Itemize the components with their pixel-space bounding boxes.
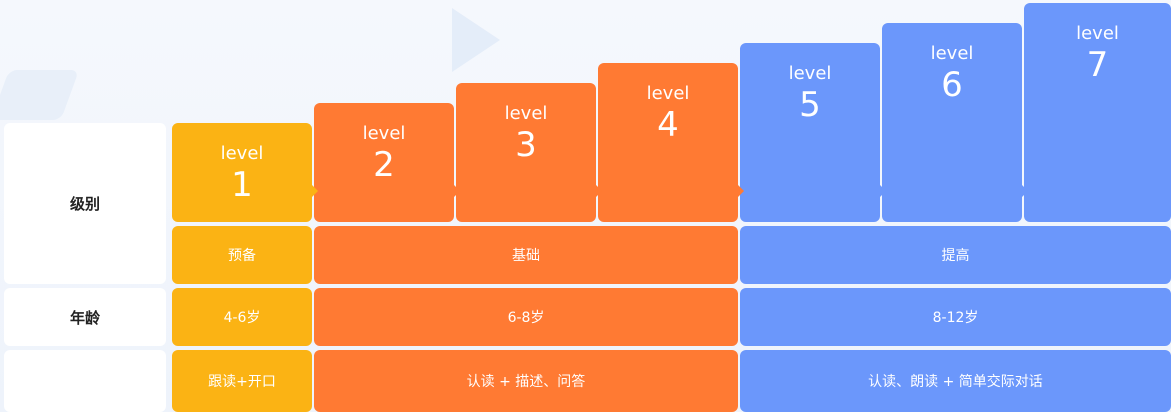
age-advanced-text: 8-12岁 [932,310,979,326]
level-word: level [220,143,264,164]
age-prep-text: 4-6岁 [223,310,261,326]
age-basic: 6-8岁 [314,288,738,346]
level-card-6: level 6 [882,23,1022,222]
goal-basic: 认读 + 描述、问答 [314,350,738,412]
row-label-age: 年龄 [4,288,166,346]
stage-prep: 预备 [172,226,312,284]
step-arrow-icon [596,185,602,197]
age-advanced: 8-12岁 [740,288,1171,346]
play-triangle-decoration [452,8,500,72]
level-card-3: level 3 [456,83,596,222]
age-prep: 4-6岁 [172,288,312,346]
level-word: level [788,63,832,84]
stage-basic: 基础 [314,226,738,284]
goal-prep-text: 跟读+开口 [208,374,276,390]
level-word: level [362,123,406,144]
step-arrow-icon [1022,185,1028,197]
level-card-4: level 4 [598,63,738,222]
level-word: level [1076,23,1119,44]
stage-prep-text: 预备 [228,248,256,264]
row-label-age-text: 年龄 [69,308,100,327]
level-word: level [504,103,548,124]
age-basic-text: 6-8岁 [507,310,545,326]
level-card-7: level 7 [1024,3,1171,222]
level-number: 1 [231,165,253,205]
goal-prep: 跟读+开口 [172,350,312,412]
step-arrow-icon [312,185,318,197]
level-number: 6 [941,65,963,105]
stage-basic-text: 基础 [512,248,540,264]
level-number: 2 [373,145,395,185]
stage-advanced: 提高 [740,226,1171,284]
goal-advanced-text: 认读、朗读 + 简单交际对话 [868,374,1043,390]
level-number: 7 [1086,45,1109,85]
row-label-level-text: 级别 [69,195,100,213]
level-number: 3 [515,125,537,165]
level-word: level [646,83,690,104]
stage-advanced-text: 提高 [941,248,970,264]
level-number: 4 [657,105,679,145]
level-card-5: level 5 [740,43,880,222]
level-card-2: level 2 [314,103,454,222]
row-label-goal [4,350,166,412]
step-arrow-icon [880,185,886,197]
row-label-level: 级别 [4,123,166,284]
level-number: 5 [799,85,821,125]
step-arrow-icon [738,185,744,197]
level-word: level [930,43,974,64]
step-arrow-icon [454,185,460,197]
level-card-1: level 1 [172,123,312,222]
goal-basic-text: 认读 + 描述、问答 [466,374,586,390]
goal-advanced: 认读、朗读 + 简单交际对话 [740,350,1171,412]
